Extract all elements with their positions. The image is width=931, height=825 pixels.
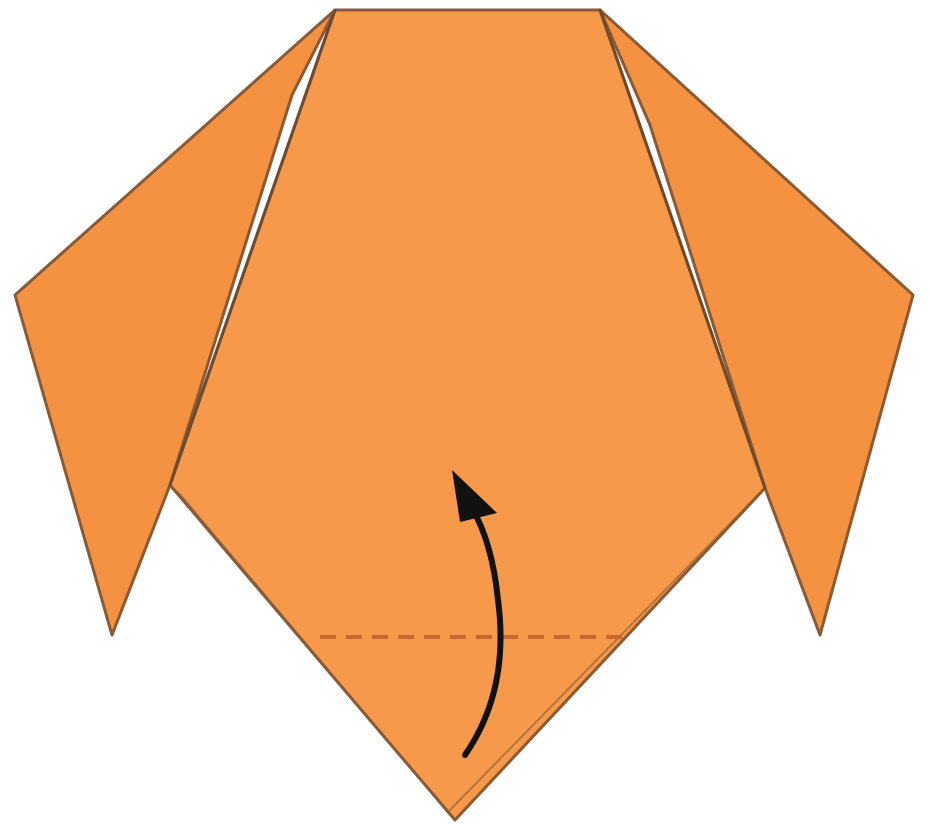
- origami-dog-diagram: [0, 0, 931, 825]
